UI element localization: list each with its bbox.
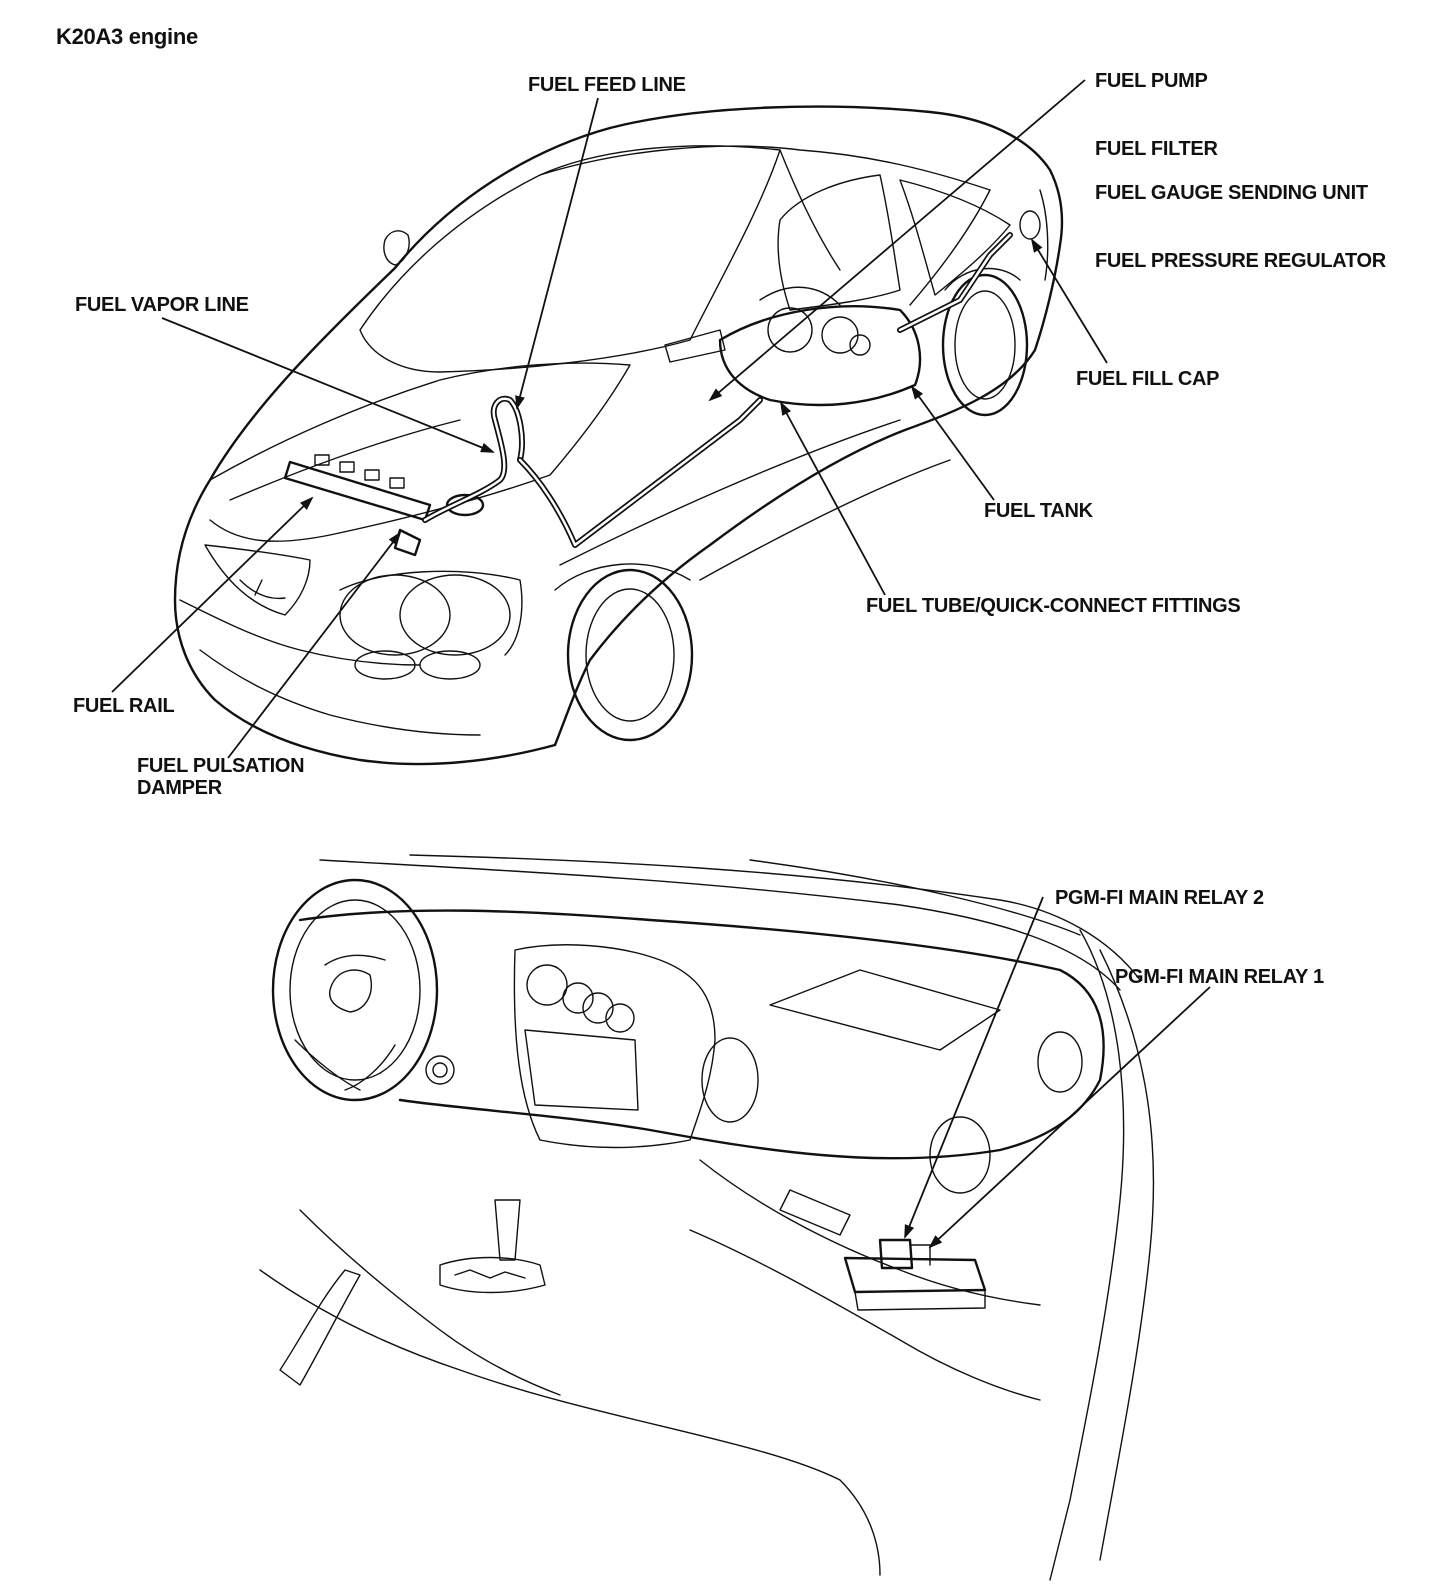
label-fuel-pulsation-damper-line1: FUEL PULSATION <box>137 755 305 777</box>
label-fuel-tank: FUEL TANK <box>984 500 1093 522</box>
label-fuel-rail: FUEL RAIL <box>73 695 175 717</box>
leader-lines <box>111 79 1211 1249</box>
fuel-rail-assembly <box>283 395 525 557</box>
fuel-tube-run <box>517 397 763 548</box>
label-fuel-feed-line: FUEL FEED LINE <box>528 74 686 96</box>
diagram-title: K20A3 engine <box>56 24 198 49</box>
dashboard-illustration <box>259 854 1155 1581</box>
label-pgm-fi-main-relay-2: PGM-FI MAIN RELAY 2 <box>1055 887 1264 909</box>
label-pgm-fi-main-relay-1: PGM-FI MAIN RELAY 1 <box>1115 966 1324 988</box>
label-fuel-vapor-line: FUEL VAPOR LINE <box>75 294 249 316</box>
label-fuel-pressure-regulator: FUEL PRESSURE REGULATOR <box>1095 250 1386 272</box>
label-fuel-pump: FUEL PUMP <box>1095 70 1208 92</box>
car-illustration <box>173 105 1064 766</box>
fuel-tank-assembly <box>664 232 1013 407</box>
label-fuel-fill-cap: FUEL FILL CAP <box>1076 368 1220 390</box>
label-fuel-filter: FUEL FILTER <box>1095 138 1218 160</box>
label-fuel-pulsation-damper-line2: DAMPER <box>137 777 222 799</box>
label-fuel-gauge-sending-unit: FUEL GAUGE SENDING UNIT <box>1095 182 1368 204</box>
label-fuel-tube-quick-connect-fittings: FUEL TUBE/QUICK-CONNECT FITTINGS <box>866 595 1241 617</box>
